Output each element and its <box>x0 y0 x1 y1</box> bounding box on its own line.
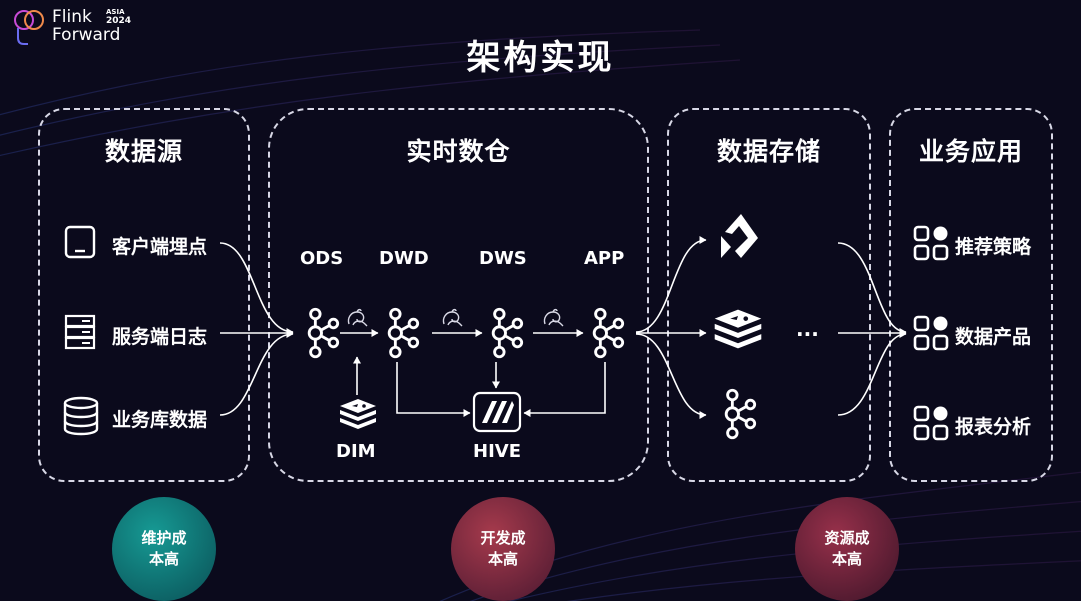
logo-brand-line2: Forward <box>52 25 121 45</box>
flink-job-icon-3 <box>543 308 564 327</box>
cost-text-maintenance: 维护成 本高 <box>141 529 187 568</box>
recommendation-app-icon <box>913 225 949 261</box>
kafka-app-icon <box>592 307 625 359</box>
data-product-app-icon <box>913 315 949 351</box>
section-title-apps: 业务应用 <box>918 137 1023 166</box>
app-item-recommendation: 推荐策略 <box>955 236 1032 258</box>
redis-storage-icon <box>714 309 762 349</box>
kafka-dws-icon <box>491 307 524 359</box>
app-item-data-product: 数据产品 <box>955 326 1032 348</box>
section-data-source: 数据源 <box>38 108 250 482</box>
page-title: 架构实现 <box>466 38 615 78</box>
cost-bubble-development: 开发成 本高 <box>451 497 555 601</box>
section-business-apps: 业务应用 <box>889 108 1053 482</box>
section-title-source: 数据源 <box>104 137 183 166</box>
layer-label-ods: ODS <box>300 248 344 269</box>
tablet-icon <box>64 225 96 259</box>
section-realtime-warehouse: 实时数仓 <box>268 108 649 482</box>
cost-text-development: 开发成 本高 <box>480 529 526 568</box>
flink-job-icon-2 <box>442 308 463 327</box>
cost-text-resource: 资源成 本高 <box>824 529 870 568</box>
redis-dim-icon <box>340 399 376 429</box>
hive-label: HIVE <box>473 441 521 462</box>
kafka-storage-icon <box>724 388 757 440</box>
doris-icon <box>721 214 758 258</box>
report-app-icon <box>913 405 949 441</box>
app-item-report-analysis: 报表分析 <box>955 416 1032 438</box>
hive-icon <box>472 391 522 433</box>
section-title-warehouse: 实时数仓 <box>406 137 511 166</box>
source-item-business-db: 业务库数据 <box>112 409 208 431</box>
server-icon <box>64 314 96 350</box>
logo-brand-line1: Flink <box>52 7 92 27</box>
layer-label-app: APP <box>584 248 625 269</box>
dim-label: DIM <box>336 441 376 462</box>
logo-region: ASIA <box>106 8 125 16</box>
kafka-dwd-icon <box>387 307 420 359</box>
flink-forward-logo-icon <box>14 10 44 45</box>
source-item-client-tracking: 客户端埋点 <box>112 236 208 258</box>
database-icon <box>63 396 99 436</box>
storage-ellipsis: ··· <box>796 322 819 346</box>
layer-label-dwd: DWD <box>379 248 429 269</box>
kafka-ods-icon <box>307 307 340 359</box>
layer-label-dws: DWS <box>479 248 527 269</box>
cost-bubble-maintenance: 维护成 本高 <box>112 497 216 601</box>
logo-year: 2024 <box>106 16 132 26</box>
flink-job-icon-1 <box>347 308 368 327</box>
source-item-server-logs: 服务端日志 <box>112 326 208 348</box>
cost-bubble-resource: 资源成 本高 <box>795 497 899 601</box>
section-title-storage: 数据存储 <box>716 137 821 166</box>
